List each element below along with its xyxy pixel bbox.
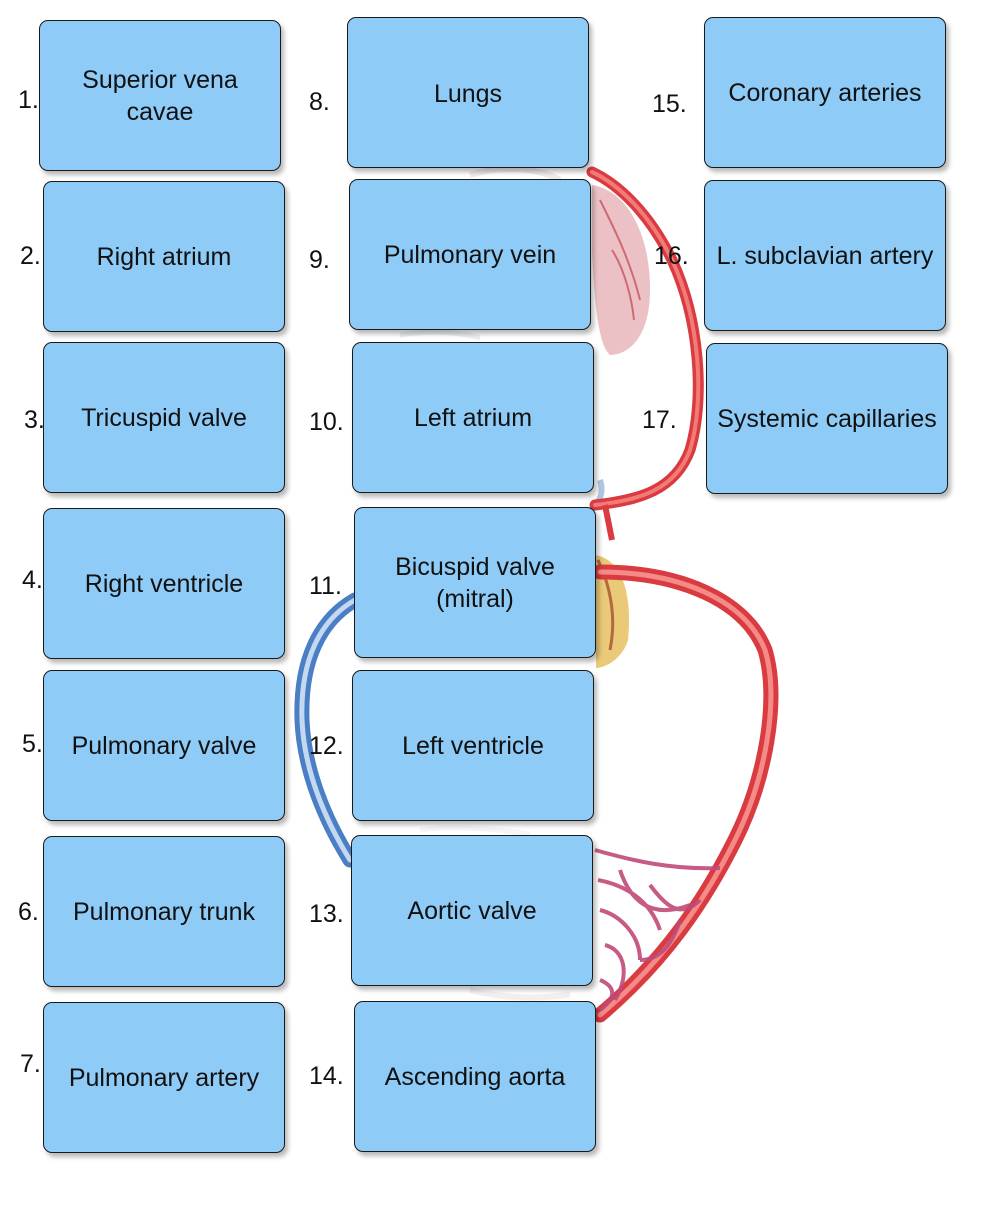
card-label: Left ventricle	[402, 731, 544, 760]
label-card-bicuspid-valve[interactable]: Bicuspid valve (mitral)	[354, 507, 596, 658]
item-number: 14.	[309, 1062, 344, 1090]
label-card-superior-vena-cavae[interactable]: Superior vena cavae	[39, 20, 281, 171]
item-number: 10.	[309, 408, 344, 436]
label-card-left-atrium[interactable]: Left atrium	[352, 342, 594, 493]
card-label: Pulmonary valve	[71, 731, 257, 760]
label-card-pulmonary-vein[interactable]: Pulmonary vein	[349, 179, 591, 330]
label-card-lungs[interactable]: Lungs	[347, 17, 589, 168]
card-label: Pulmonary artery	[68, 1063, 260, 1092]
card-label: Superior vena cavae	[82, 65, 238, 126]
card-label: Left atrium	[413, 403, 533, 432]
card-label: Right ventricle	[84, 569, 244, 598]
label-card-ascending-aorta[interactable]: Ascending aorta	[354, 1001, 596, 1152]
label-card-tricuspid-valve[interactable]: Tricuspid valve	[43, 342, 285, 493]
label-card-right-ventricle[interactable]: Right ventricle	[43, 508, 285, 659]
item-number: 8.	[309, 88, 330, 116]
label-card-pulmonary-trunk[interactable]: Pulmonary trunk	[43, 836, 285, 987]
item-number: 4.	[22, 566, 43, 594]
item-number: 1.	[18, 86, 39, 114]
card-label: Coronary arteries	[728, 78, 922, 107]
label-card-pulmonary-artery[interactable]: Pulmonary artery	[43, 1002, 285, 1153]
label-card-systemic-capillaries[interactable]: Systemic capillaries	[706, 343, 948, 494]
item-number: 3.	[24, 406, 45, 434]
card-label: Bicuspid valve (mitral)	[395, 552, 555, 613]
item-number: 12.	[309, 732, 344, 760]
label-card-pulmonary-valve[interactable]: Pulmonary valve	[43, 670, 285, 821]
item-number: 13.	[309, 900, 344, 928]
item-number: 17.	[642, 406, 677, 434]
item-number: 2.	[20, 242, 41, 270]
label-card-right-atrium[interactable]: Right atrium	[43, 181, 285, 332]
item-number: 6.	[18, 898, 39, 926]
item-number: 11.	[309, 572, 342, 600]
capillary-bed	[594, 848, 721, 1012]
lung-shape	[592, 185, 650, 355]
card-label: Tricuspid valve	[81, 403, 247, 432]
item-number: 15.	[652, 90, 687, 118]
card-label: Aortic valve	[407, 896, 537, 925]
label-card-left-ventricle[interactable]: Left ventricle	[352, 670, 594, 821]
card-label: Systemic capillaries	[717, 404, 937, 433]
item-number: 7.	[20, 1050, 41, 1078]
card-label: Right atrium	[96, 242, 232, 271]
label-card-l-subclavian-artery[interactable]: L. subclavian artery	[704, 180, 946, 331]
card-label: L. subclavian artery	[716, 241, 934, 270]
card-label: Ascending aorta	[384, 1062, 566, 1091]
label-card-aortic-valve[interactable]: Aortic valve	[351, 835, 593, 986]
item-number: 9.	[309, 246, 330, 274]
item-number: 5.	[22, 730, 43, 758]
card-label: Pulmonary vein	[383, 240, 557, 269]
label-card-coronary-arteries[interactable]: Coronary arteries	[704, 17, 946, 168]
card-label: Lungs	[433, 80, 503, 108]
card-label: Pulmonary trunk	[72, 897, 256, 926]
item-number: 16.	[654, 242, 689, 270]
